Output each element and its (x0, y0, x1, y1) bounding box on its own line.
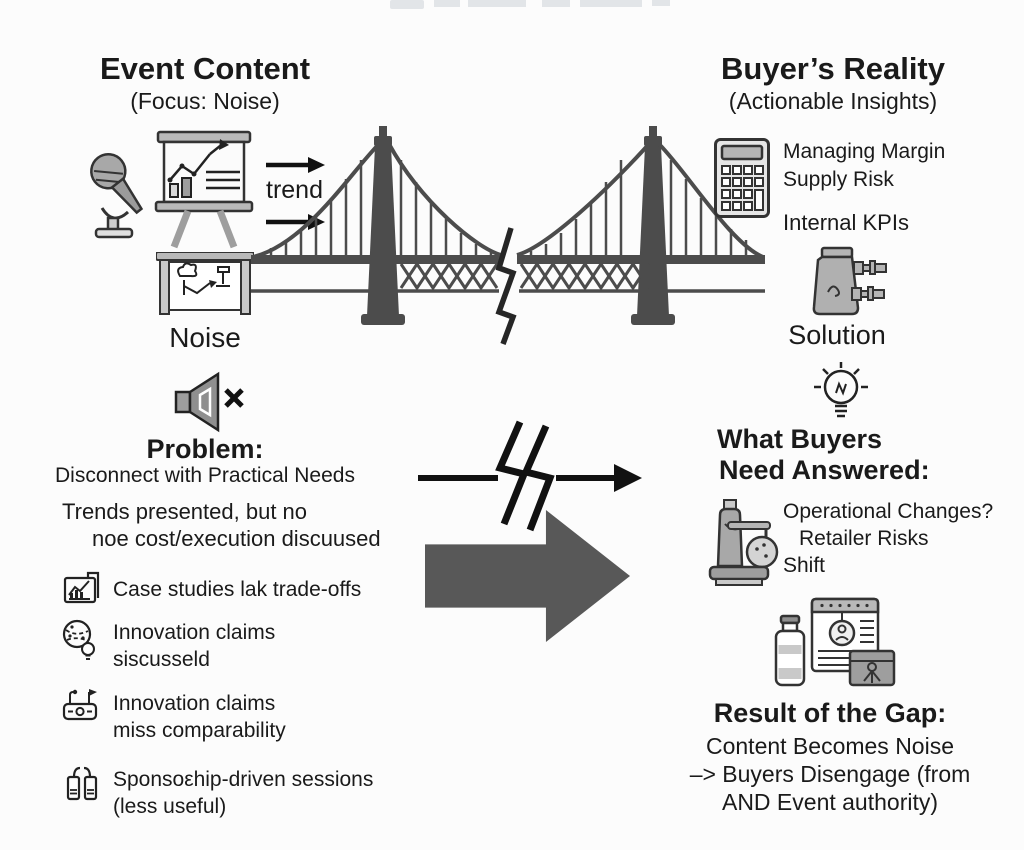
cropped-title-remnant (390, 0, 670, 10)
trend-arrow-icon (264, 156, 326, 174)
result-line-3: AND Event authority) (721, 789, 939, 815)
trend-label: trend (266, 176, 323, 204)
bullet-3-line-2: miss comparability (113, 719, 286, 742)
right-item-2-label: Internal KPIs (783, 210, 909, 235)
vest-icon (62, 764, 102, 804)
noise-label: Noise (169, 322, 241, 353)
left-column-title: Event Content (99, 51, 311, 86)
lightning-crack-icon (410, 418, 650, 536)
buyers-line-1: Operational Changes? (783, 500, 994, 523)
right-item-1-line-1: Managing Margin (783, 140, 946, 163)
problem-line-2: noe cost/execution discuused (92, 526, 381, 551)
problem-subheading: Disconnect with Practical Needs (55, 464, 355, 487)
result-line-2: –> Buyers Disengage (from (689, 761, 971, 787)
buyers-line-3: Shift (783, 554, 826, 577)
calculator-icon (714, 138, 770, 218)
problem-heading: Problem: (146, 434, 264, 464)
buyers-line-2: Retailer Risks (799, 527, 929, 550)
solution-machine-icon (798, 246, 890, 320)
bullet-4-line-2: (less useful) (113, 795, 227, 818)
whiteboard-icon (156, 252, 254, 318)
bullet-1-label: Case studies lak trade-offs (113, 578, 362, 601)
buyers-heading-line-1: What Buyers (717, 424, 883, 454)
bullet-2-line-1: Innovation claims (113, 621, 276, 644)
operations-machine-icon (706, 492, 784, 590)
right-column-title: Buyer’s Reality (721, 51, 945, 86)
result-supplies-icon (770, 595, 898, 691)
result-line-1: Content Becomes Noise (705, 733, 954, 759)
microphone-icon (80, 146, 152, 242)
right-column-subtitle: (Actionable Insights) (728, 88, 938, 114)
right-item-1-line-2: Supply Risk (783, 168, 894, 191)
bullet-2-line-2: siscusseld (113, 648, 210, 671)
problem-line-1: Trends presented, but no (62, 499, 308, 524)
muted-speaker-icon (172, 370, 254, 434)
machine-box-icon (60, 686, 102, 728)
globe-bulb-icon (60, 618, 102, 662)
solution-label: Solution (788, 320, 886, 350)
lightbulb-icon (812, 360, 870, 428)
result-heading: Result of the Gap: (713, 698, 947, 728)
left-column-subtitle: (Focus: Noise) (130, 88, 280, 114)
bullet-3-line-1: Innovation claims (113, 692, 276, 715)
chart-document-icon (62, 570, 102, 610)
presentation-board-icon (150, 130, 258, 250)
bullet-4-line-1: Sponsoεhip-driven sessions (113, 768, 374, 791)
buyers-heading-line-2: Need Answered: (719, 455, 930, 485)
broken-bridge-icon (251, 124, 765, 346)
